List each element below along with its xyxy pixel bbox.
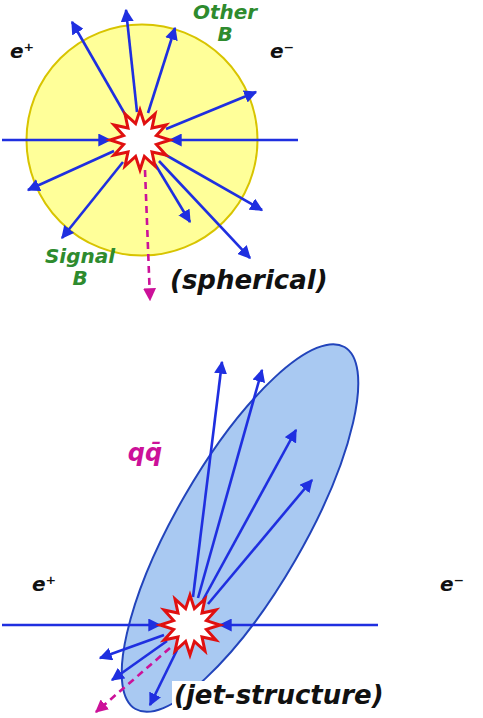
beam-label: e⁺ [30,573,58,595]
circle-outline [25,23,259,257]
spherical-event: Other BSignal B [25,23,259,257]
ellipse-outline [121,343,359,713]
event-label: Signal B [40,245,120,289]
event-label: Other B [185,1,265,45]
shape-caption: (spherical) [168,266,330,295]
event-region [27,25,258,256]
beam-label: e⁻ [438,573,466,595]
jet-event: qq̄ [121,343,359,713]
event-region [80,315,400,718]
shape-caption: (jet-structure) [172,681,386,710]
beam-label: e⁻ [268,40,296,62]
quark-pair-label: qq̄ [123,440,167,466]
beam-label: e⁺ [8,40,36,62]
